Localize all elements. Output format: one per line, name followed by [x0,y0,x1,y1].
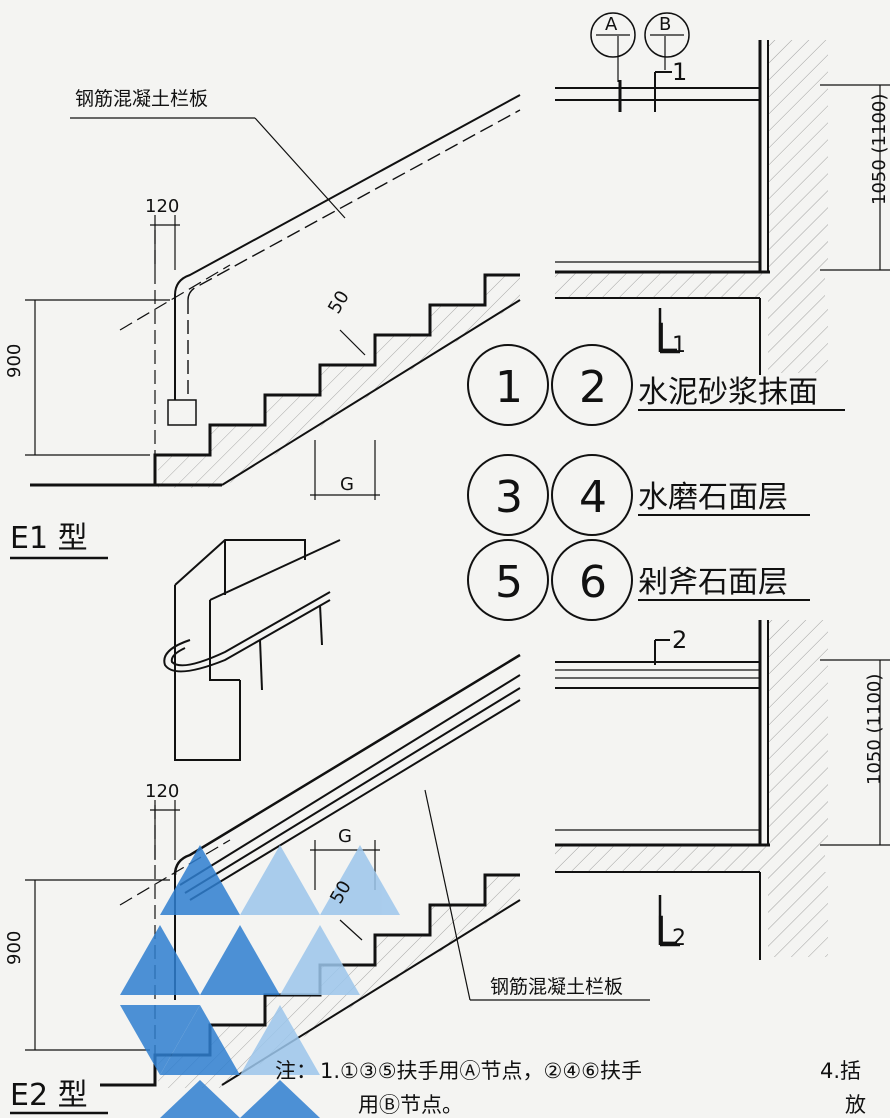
section-1-mark: 1 [672,58,687,86]
legend-circles [467,344,845,621]
legend-num-4: 4 [579,472,607,523]
legend-num-6: 6 [579,557,607,608]
right-top-slab-hatch [555,272,825,298]
legend-material-3: 剁斧石面层 [638,565,788,600]
watermark-logo [120,845,400,1118]
node-b-label: B [659,14,671,35]
e1-height-dim: 900 [4,344,25,378]
right-top-detail [555,12,890,375]
e1-g-dim: G [340,474,354,495]
legend-material-1: 水泥砂浆抹面 [638,375,818,410]
e1-width-dim: 120 [145,196,179,217]
type-e2-label: E2 型 [10,1078,88,1113]
note-line-1: 1.①③⑤扶手用Ⓐ节点，②④⑥扶手 [320,1059,642,1083]
type-e1-label: E1 型 [10,521,88,556]
e2-width-dim: 120 [145,781,179,802]
note-prefix: 注： [275,1059,317,1083]
note-line-2: 用Ⓑ节点。 [358,1093,463,1117]
right-bottom-wall-hatch [768,620,828,845]
rc-panel-label-top: 钢筋混凝土栏板 [75,88,208,110]
legend-num-2: 2 [579,362,607,413]
e2-height-dim: 900 [4,931,25,965]
right-top-wall-hatch [768,40,828,272]
legend-num-5: 5 [495,557,523,608]
rc-panel-label-bottom: 钢筋混凝土栏板 [490,976,623,998]
legend-num-3: 3 [495,472,523,523]
note-cut-2: 放 [845,1093,866,1117]
e2-g-dim: G [338,826,352,847]
right-bottom-detail [555,620,890,960]
e1-stair-hatch [158,275,520,488]
l1-subscript: 1 [672,333,686,358]
right-top-lower-hatch [768,298,828,373]
right-top-dim: 1050 (1100) [869,94,890,205]
right-bottom-lower-hatch [768,872,828,957]
l2-subscript: 2 [672,926,686,951]
legend-num-1: 1 [495,362,523,413]
section-2-mark: 2 [672,626,687,654]
e1-offset-dim: 50 [324,287,354,317]
l2-letter: L [655,909,678,955]
right-bottom-slab-hatch [555,845,825,872]
right-bottom-dim: 1050 (1100) [864,674,885,785]
legend-material-2: 水磨石面层 [638,480,788,515]
l1-letter: L [655,316,678,362]
handrail-sketch [163,539,341,761]
note-cut-1: 4.括 [820,1059,861,1083]
node-a-label: A [605,14,618,35]
